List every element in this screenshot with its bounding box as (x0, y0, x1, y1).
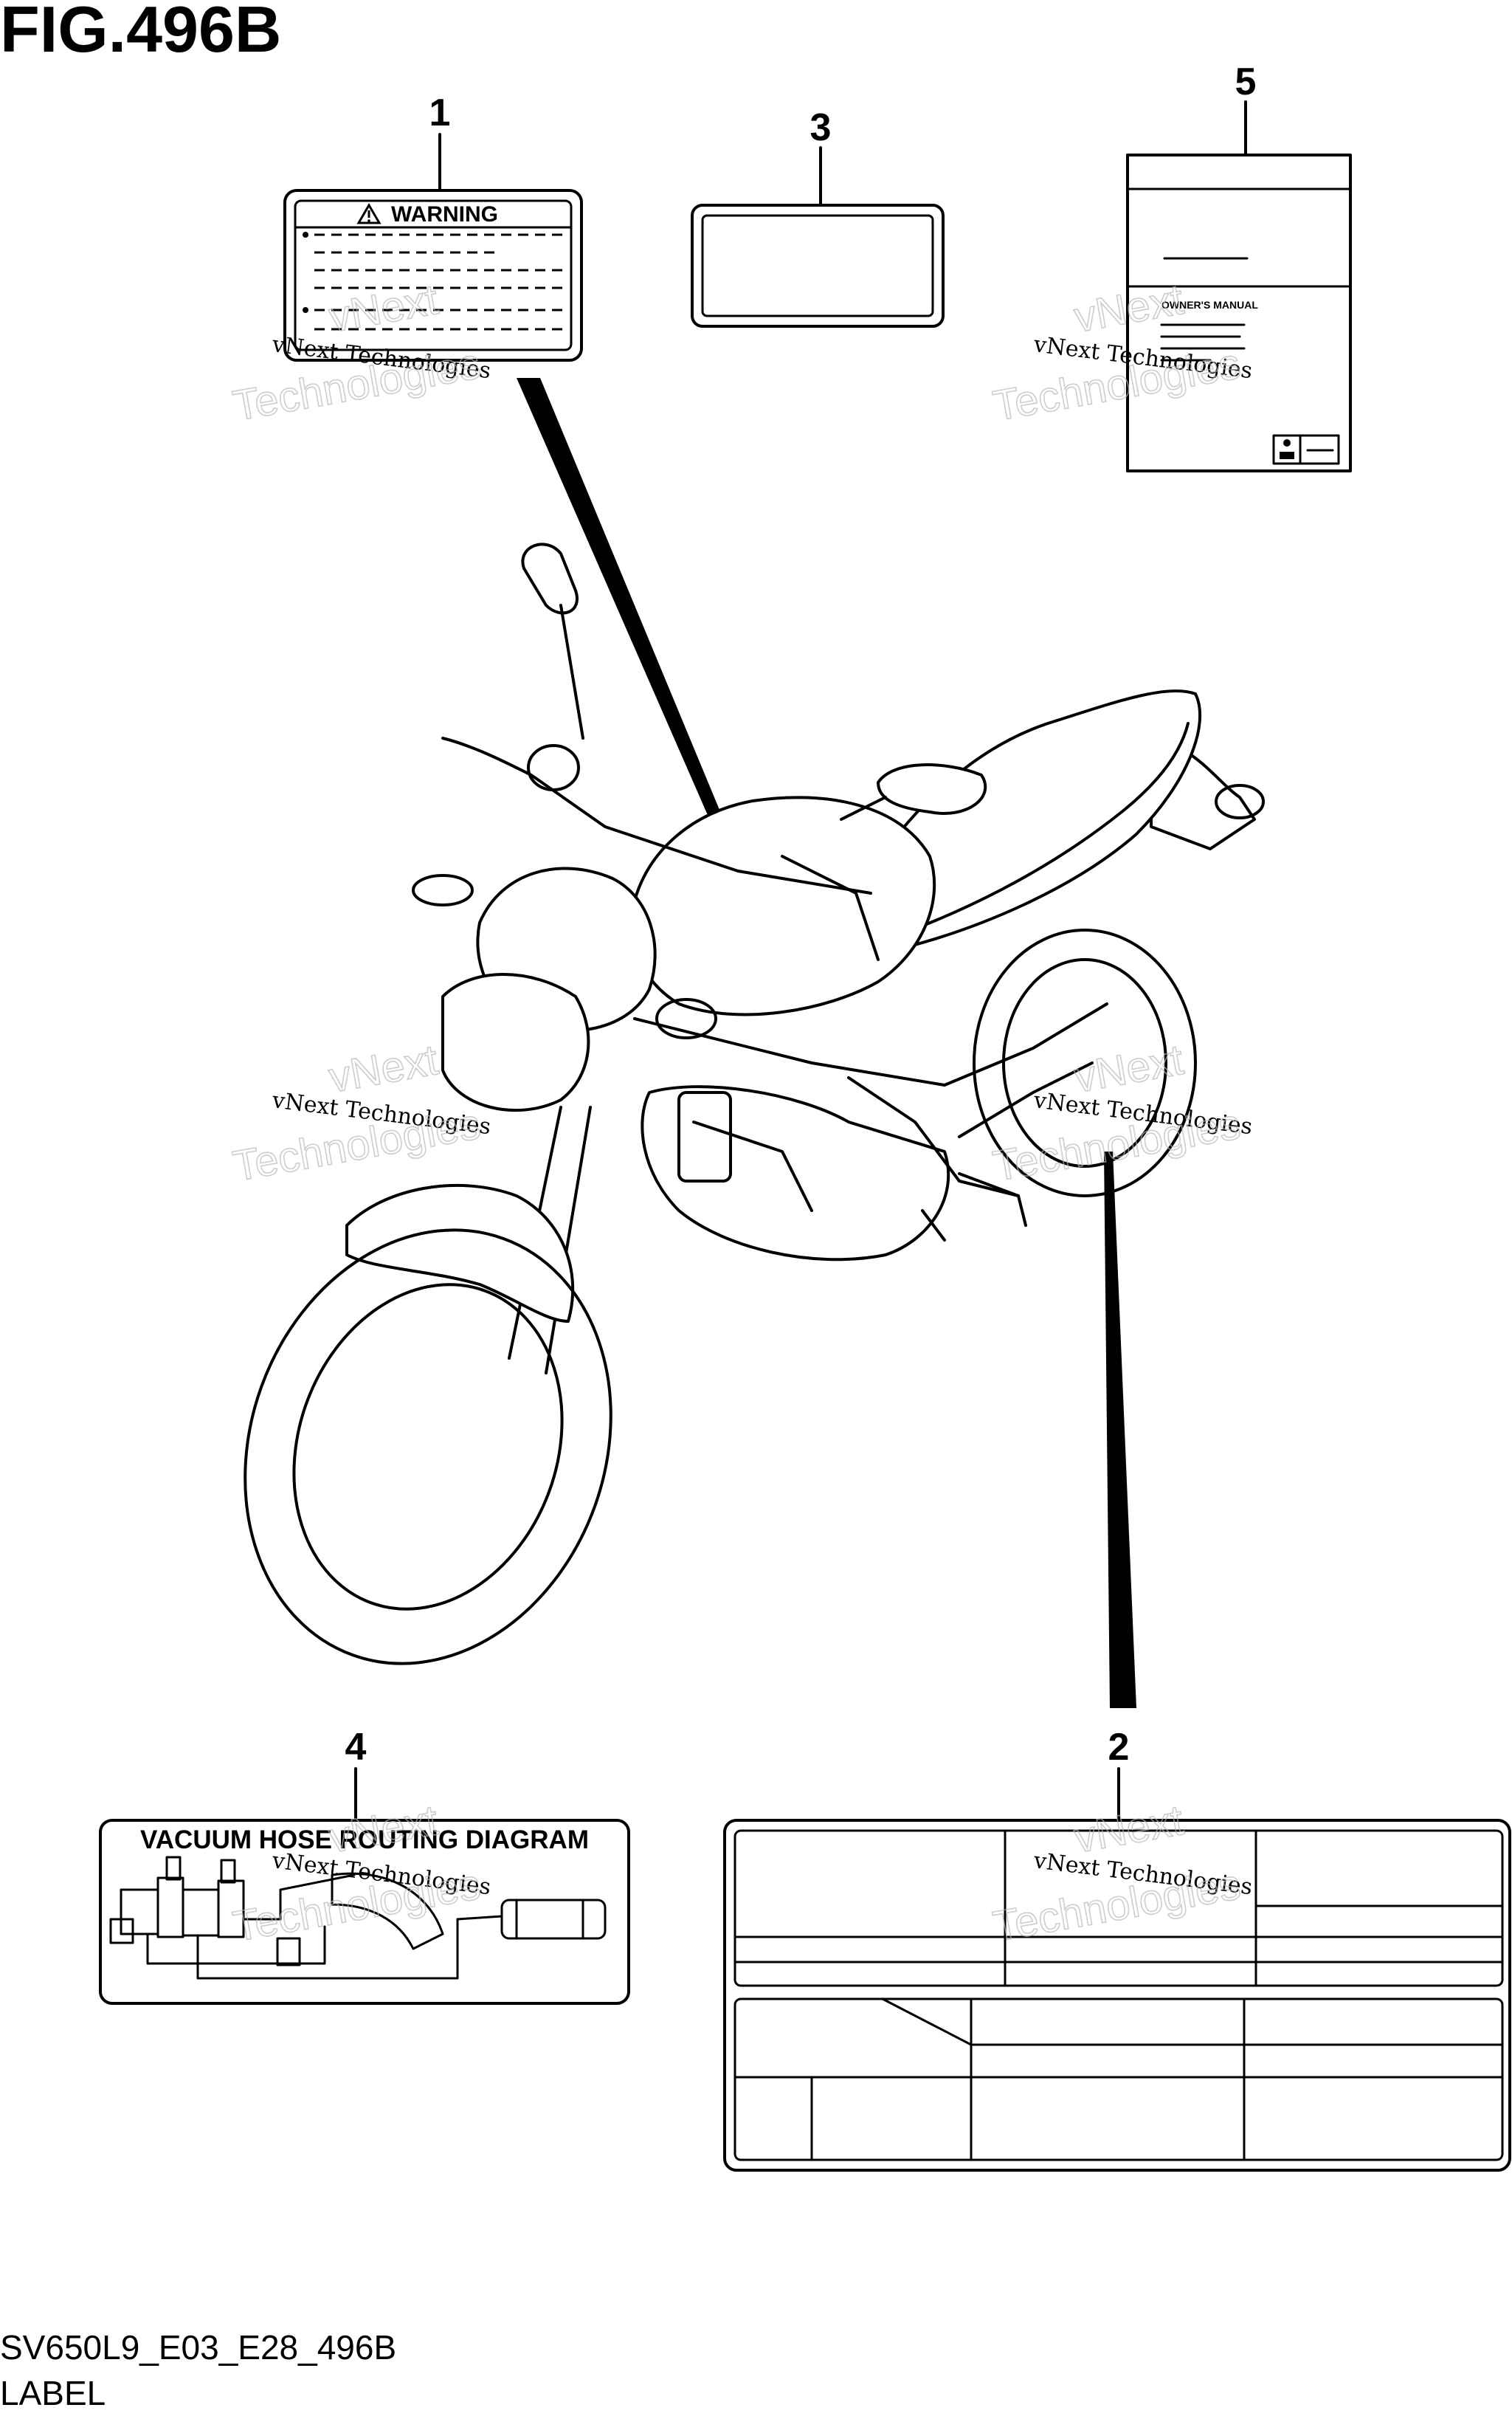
callout-3: 3 (810, 106, 832, 149)
svg-text:vNext: vNext (1071, 275, 1187, 342)
watermark-4: vNext Technologies vNext Technologies (989, 1035, 1254, 1191)
callout-4: 4 (345, 1726, 367, 1769)
vacuum-hose-heading: VACUUM HOSE ROUTING DIAGRAM (140, 1825, 589, 1854)
owners-manual: OWNER'S MANUAL (1126, 154, 1352, 472)
warning-heading: WARNING (391, 202, 498, 227)
figure-title: FIG.496B (0, 0, 281, 66)
watermarks: vNext Technologies vNext Technologies vN… (229, 275, 1254, 1951)
figure-caption: LABEL (0, 2374, 106, 2412)
warning-label: WARNING (283, 189, 583, 362)
blank-label (691, 204, 945, 328)
figure-code: SV650L9_E03_E28_496B (0, 2328, 396, 2367)
svg-text:vNext: vNext (325, 1036, 441, 1102)
svg-text:vNext: vNext (1071, 1036, 1187, 1102)
watermark-1: vNext Technologies vNext Technologies (229, 275, 492, 430)
motorcycle-illustration (244, 543, 1265, 1665)
svg-text:vNext: vNext (1071, 1796, 1187, 1862)
vacuum-hose-label: VACUUM HOSE ROUTING DIAGRAM (99, 1819, 630, 2005)
warning-triangle-icon (356, 203, 382, 224)
leader-lines (354, 100, 1247, 1822)
callout-1: 1 (429, 92, 451, 134)
info-table-label (723, 1819, 1511, 2172)
person-icon (1280, 439, 1294, 459)
callout-5: 5 (1235, 61, 1257, 103)
callout-2: 2 (1108, 1726, 1130, 1769)
vacuum-hose-illustration (109, 1856, 607, 1980)
svg-text:vNext: vNext (325, 275, 441, 342)
owners-manual-heading: OWNER'S MANUAL (1161, 299, 1258, 311)
